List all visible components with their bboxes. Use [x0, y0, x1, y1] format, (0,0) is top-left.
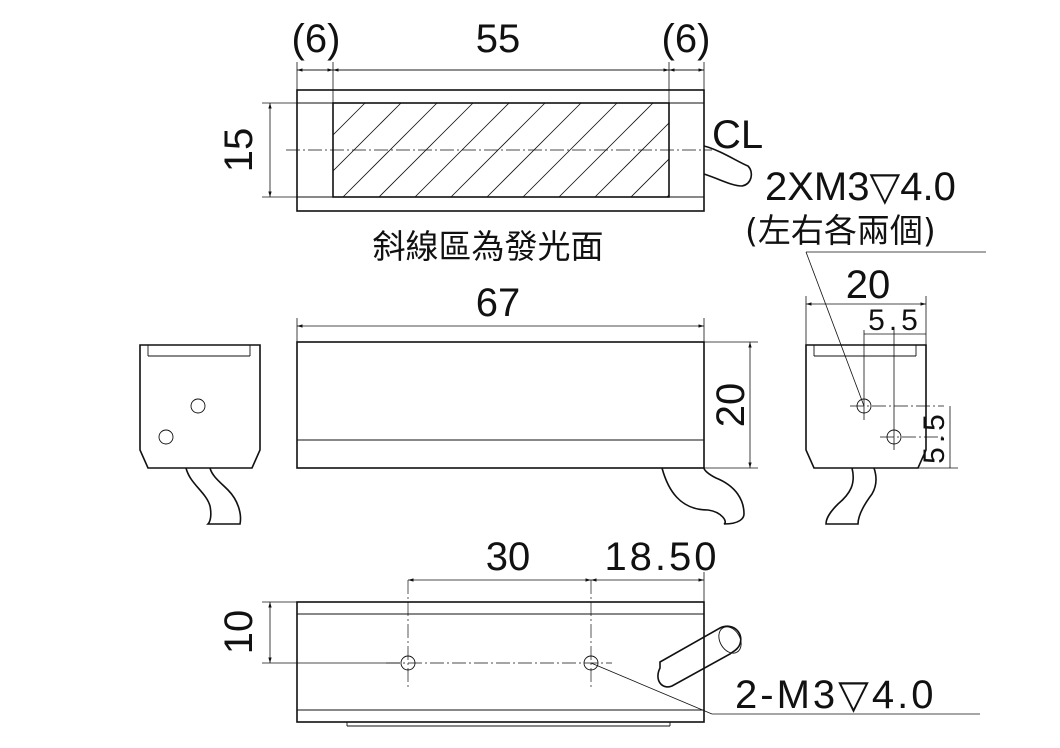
bottom-thread-note: 2-M3▽4.0 [735, 673, 937, 717]
dim-bottom-10: 10 [217, 610, 261, 655]
top-view: (6) 55 (6) 15 CL 斜線區為發光面 [217, 17, 763, 266]
dim-bottom-30: 30 [486, 535, 531, 579]
dim-front-length: 67 [476, 281, 521, 325]
dim-side-width: 20 [846, 263, 891, 307]
dim-top-right-paren: (6) [662, 17, 711, 61]
dim-top-height: 15 [217, 128, 261, 173]
hatch-pattern [333, 103, 669, 197]
bottom-view-body [296, 601, 705, 723]
right-side-view: 20 5.5 5.5 2XM3▽4.0 (左右各兩個) [745, 165, 986, 525]
left-side-hole-lower [158, 429, 174, 445]
emitting-area-note: 斜線區為發光面 [373, 227, 604, 266]
dim-top-width: 55 [476, 17, 521, 61]
dim-side-hole-v: 5.5 [918, 410, 951, 464]
bottom-view: 30 18.50 10 2-M3▽4.0 [217, 535, 980, 727]
centerline-label: CL [712, 113, 763, 157]
dim-bottom-1850: 18.50 [604, 535, 719, 579]
left-side-body [139, 344, 261, 469]
right-side-body [805, 344, 927, 469]
dim-front-height: 20 [709, 383, 753, 428]
left-side-view [139, 344, 261, 525]
side-thread-note: 2XM3▽4.0 [765, 165, 956, 209]
dim-top-left-paren: (6) [292, 17, 341, 61]
left-side-hole-upper [190, 398, 206, 414]
dim-side-hole-h: 5.5 [868, 304, 922, 337]
front-view-body [296, 341, 705, 469]
front-view: 67 20 [296, 281, 758, 525]
side-thread-note-sub: (左右各兩個) [745, 211, 936, 250]
top-view-body [296, 89, 705, 212]
